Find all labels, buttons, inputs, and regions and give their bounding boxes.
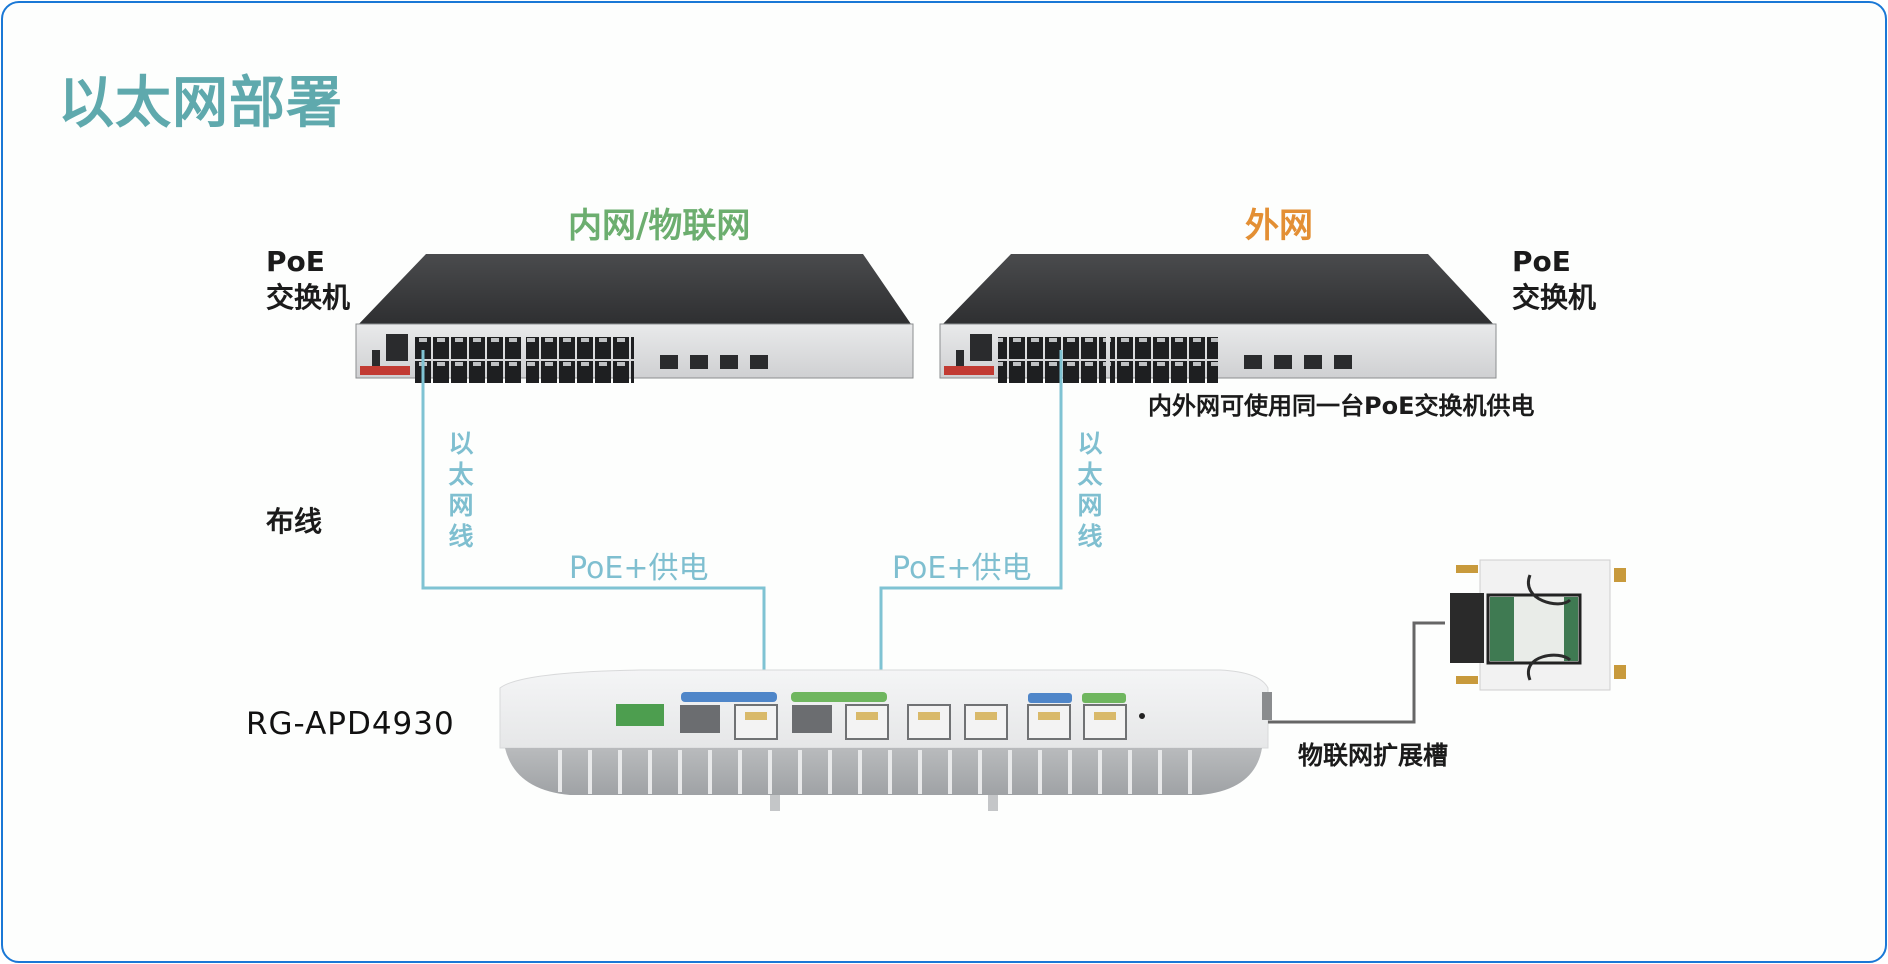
switch-right-label-line1: PoE: [1512, 245, 1571, 278]
ethernet-cables: [421, 350, 1063, 712]
poe-switch-right: [939, 254, 1497, 384]
cable-type-label-right: 以 太 网 线: [1075, 428, 1105, 552]
rj45-port-group: [414, 336, 522, 384]
poe-power-label-left: PoE+供电: [569, 551, 709, 586]
expansion-slot-line: [1268, 621, 1445, 724]
status-strip: [944, 366, 994, 375]
cable-char: 太: [448, 460, 474, 489]
cable-left: [421, 350, 766, 712]
inner-network-label: 内网/物联网: [568, 206, 751, 246]
ap-model-label: RG-APD4930: [246, 706, 455, 742]
cable-right: [879, 350, 1063, 712]
outer-network-label: 外网: [1245, 206, 1313, 246]
iot-expansion-module: [1450, 559, 1626, 691]
cable-char: 线: [1077, 522, 1103, 551]
iot-expansion-label: 物联网扩展槽: [1298, 741, 1449, 770]
cabling-section-label: 布线: [266, 505, 323, 538]
switch-left-label-line1: PoE: [266, 245, 325, 278]
cable-char: 以: [448, 429, 474, 458]
cable-char: 网: [448, 491, 474, 520]
poe-switch-left: [355, 254, 914, 384]
rj45-port-group: [1110, 336, 1218, 384]
shared-switch-note: 内外网可使用同一台PoE交换机供电: [1148, 392, 1535, 420]
power-terminal: [616, 704, 664, 726]
cable-char: 网: [1077, 491, 1103, 520]
access-point: [499, 669, 1272, 811]
switch-right-label-line2: 交换机: [1512, 281, 1597, 314]
reset-hole: [1139, 713, 1145, 719]
status-strip: [360, 366, 410, 375]
switch-left-label-line2: 交换机: [266, 281, 351, 314]
cable-char: 太: [1077, 460, 1103, 489]
rj45-port-group: [998, 336, 1106, 384]
switch-left-label: PoE 交换机: [266, 244, 350, 316]
poe-power-label-right: PoE+供电: [892, 551, 1032, 586]
switch-right-label: PoE 交换机: [1512, 244, 1596, 316]
cable-type-label-left: 以 太 网 线: [446, 428, 476, 552]
page-title: 以太网部署: [58, 71, 343, 136]
rj45-port-group: [526, 336, 634, 384]
cable-char: 线: [448, 522, 474, 551]
cable-char: 以: [1077, 429, 1103, 458]
